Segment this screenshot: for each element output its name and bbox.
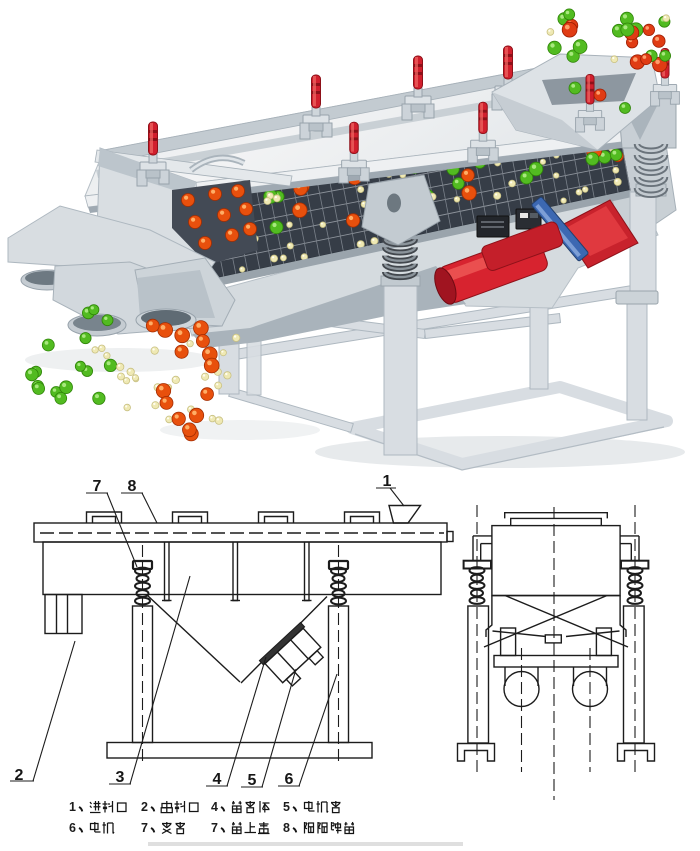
svg-text:8: 8: [128, 478, 137, 495]
svg-text:1: 1: [383, 473, 392, 490]
svg-text:4: 4: [213, 771, 222, 788]
svg-text:6: 6: [285, 771, 294, 788]
svg-text:8: 8: [283, 821, 290, 835]
svg-text:6: 6: [69, 821, 76, 835]
svg-text:2: 2: [15, 767, 24, 784]
svg-text:1: 1: [69, 800, 76, 814]
svg-text:2: 2: [141, 800, 148, 814]
svg-text:7: 7: [93, 478, 102, 495]
svg-text:7: 7: [141, 821, 148, 835]
svg-text:4: 4: [211, 800, 218, 814]
svg-text:5: 5: [283, 800, 290, 814]
svg-text:5: 5: [248, 772, 257, 789]
svg-text:7: 7: [211, 821, 218, 835]
svg-text:3: 3: [116, 769, 125, 786]
